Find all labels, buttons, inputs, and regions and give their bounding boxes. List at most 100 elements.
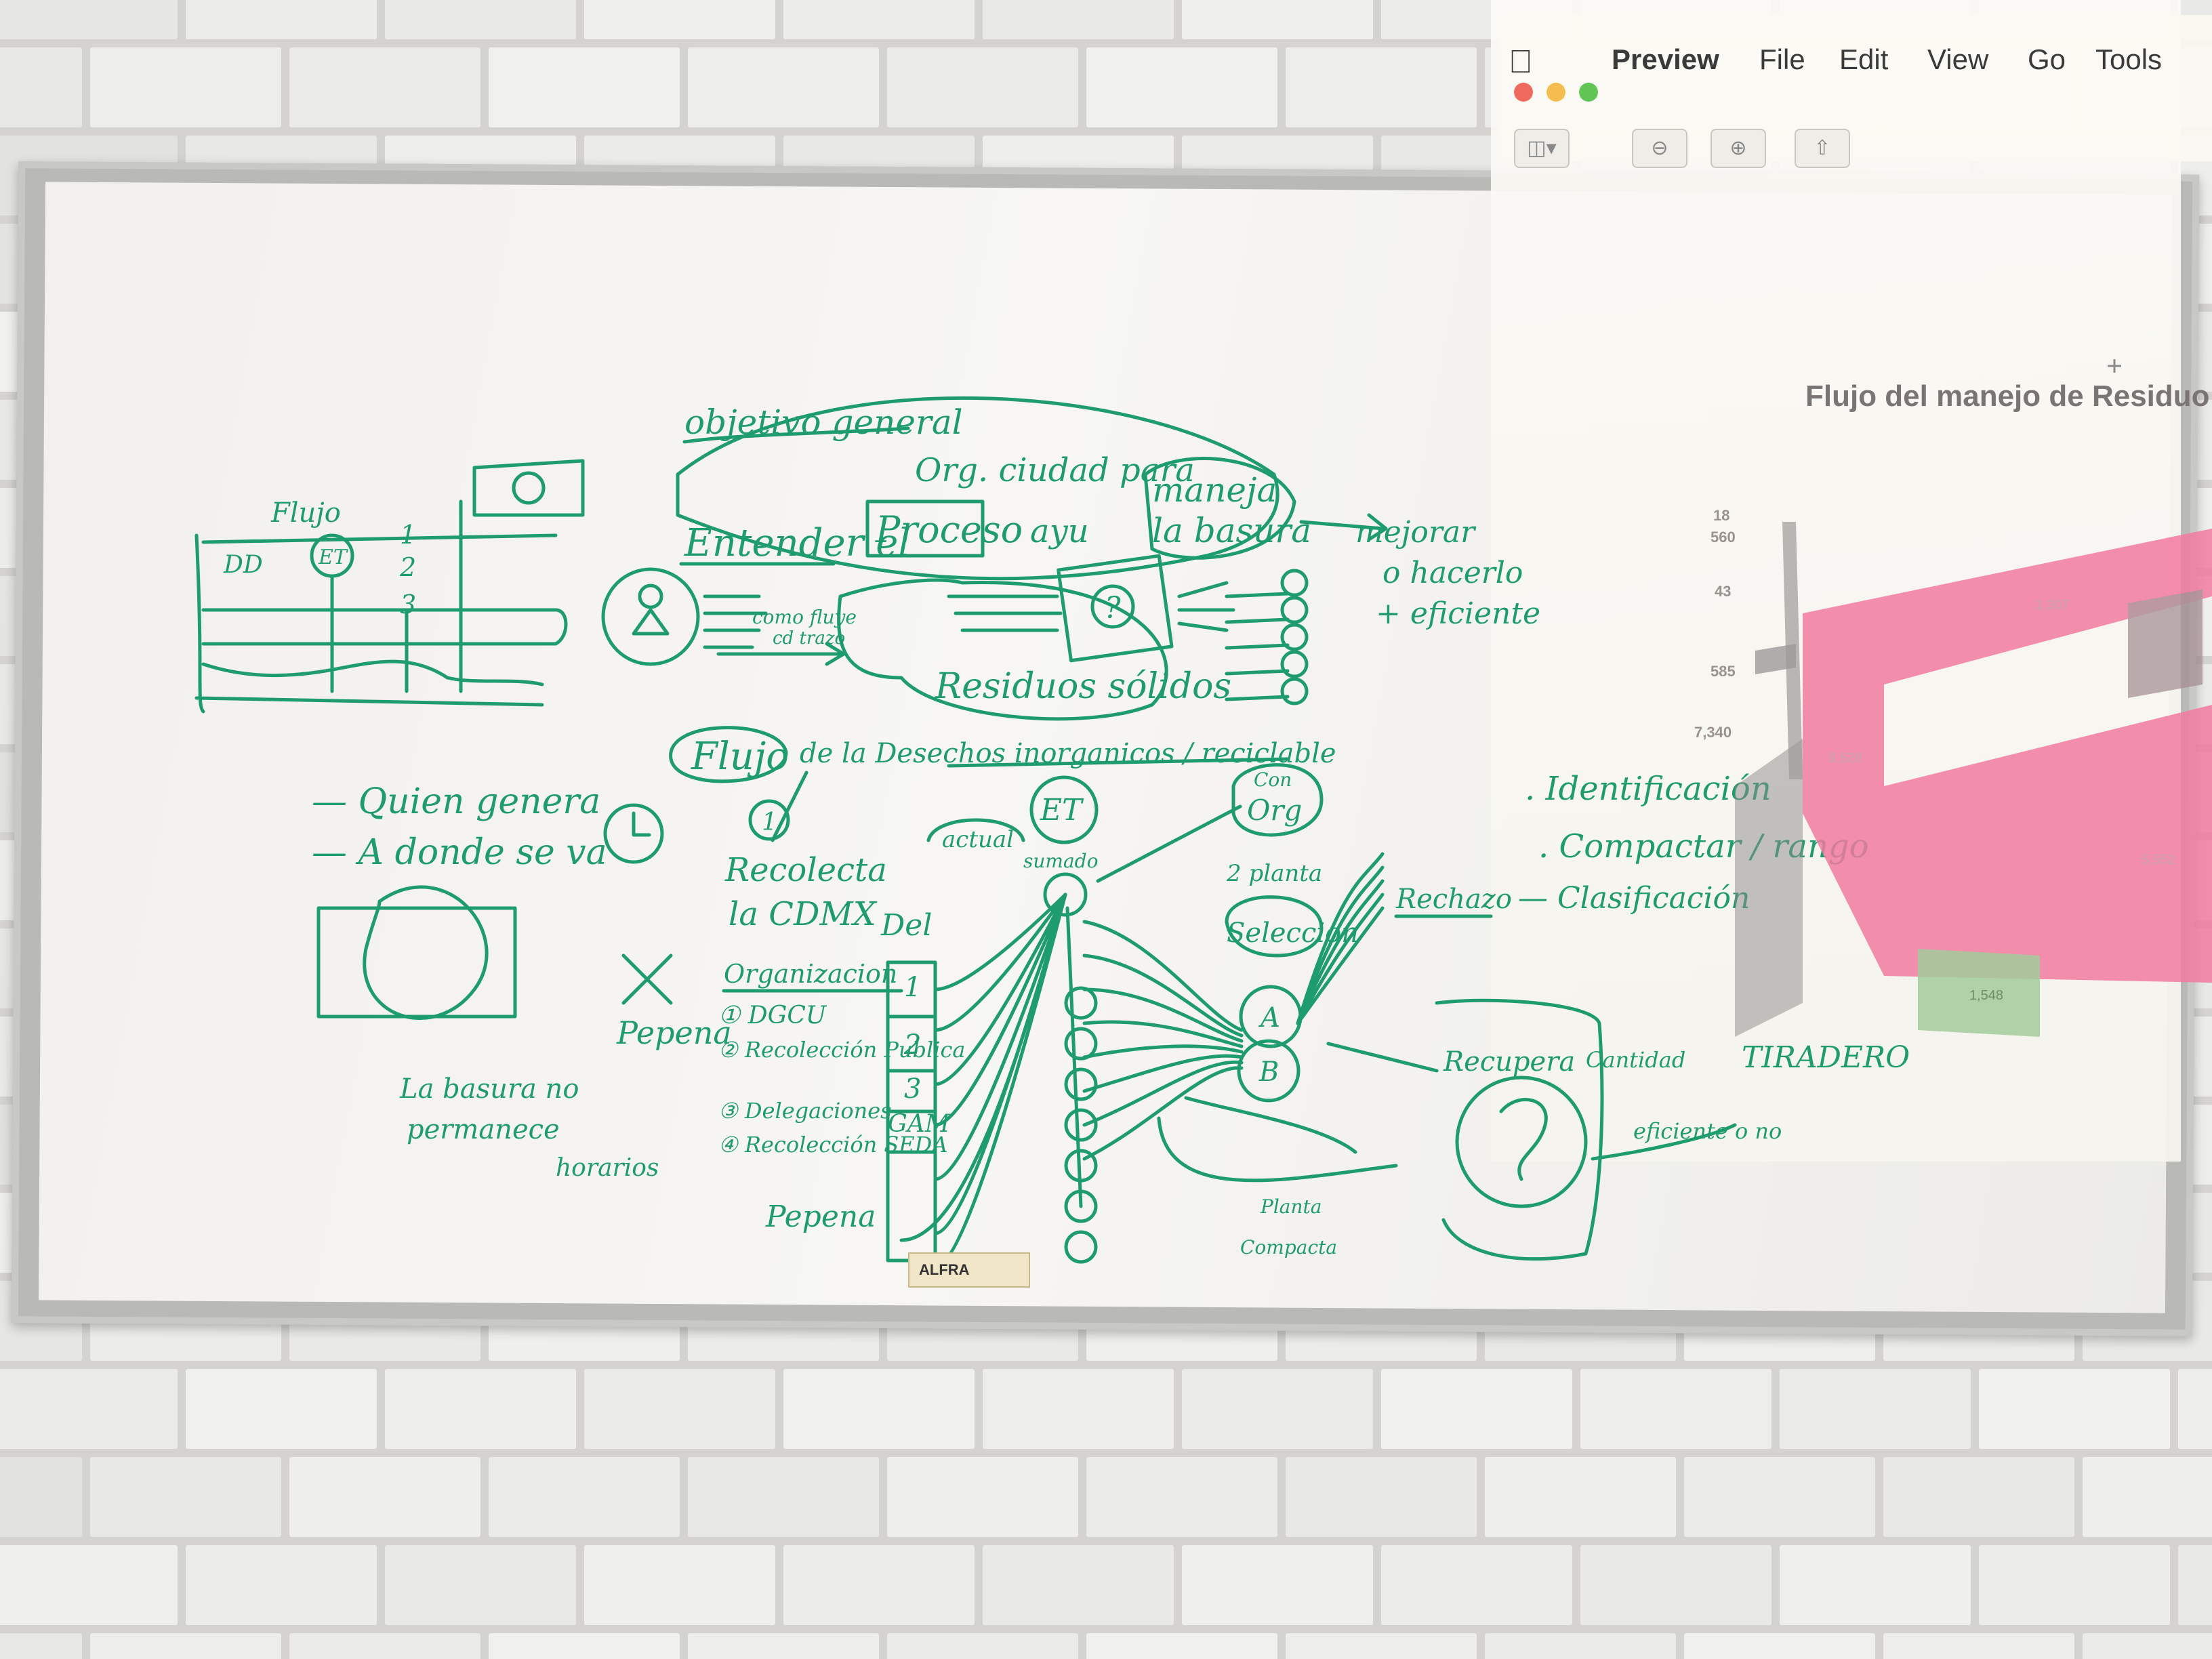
flow-line — [1082, 1066, 1244, 1161]
chart-mark: 2 — [399, 552, 416, 582]
ink-stroke — [1225, 643, 1290, 650]
identificacion-text: . Identificación — [1525, 770, 1771, 808]
menu-edit[interactable]: Edit — [1839, 43, 1889, 75]
brick — [1182, 1369, 1373, 1449]
recupera-text: Recupera — [1443, 1046, 1575, 1078]
brick — [688, 1633, 879, 1659]
brick — [489, 47, 680, 127]
brick — [1979, 1369, 2170, 1449]
ink-circle — [1280, 569, 1309, 597]
flow-line — [1082, 1044, 1244, 1059]
eficiente-text: eficiente o no — [1633, 1118, 1782, 1144]
objective-line: maneja — [1152, 470, 1277, 510]
flow-label: 8,528 — [1828, 751, 1863, 766]
brick — [0, 1369, 178, 1449]
flow-node — [1755, 644, 1796, 674]
flow-band-main — [1803, 529, 2212, 983]
flow-line — [1082, 954, 1244, 1038]
brick — [887, 47, 1078, 127]
share-icon[interactable]: ⇧ — [1795, 129, 1850, 168]
basura-text: La basura no — [399, 1073, 579, 1105]
brick — [2083, 1633, 2212, 1659]
chain-node — [1064, 1027, 1098, 1061]
whiteboard-eraser: ALFRA — [908, 1252, 1030, 1288]
flow-line — [933, 893, 1067, 1032]
brick — [1780, 1545, 1971, 1625]
ink-stroke — [669, 726, 788, 783]
brick — [1182, 1545, 1373, 1625]
brick — [385, 0, 576, 39]
mejorar-arrow — [1299, 513, 1388, 541]
menu-tools[interactable]: Tools — [2095, 43, 2163, 75]
brick — [688, 1457, 879, 1537]
sidebar-icon[interactable]: ◫▾ — [1514, 129, 1570, 168]
ink-stroke — [1184, 1096, 1357, 1154]
brick — [1979, 1545, 2170, 1625]
flow-line — [1082, 920, 1244, 1032]
person-circle — [601, 567, 700, 666]
globe-icon — [512, 471, 546, 505]
menu-go[interactable]: Go — [2028, 43, 2066, 75]
ink-stroke — [316, 906, 517, 1019]
brick — [783, 1369, 975, 1449]
chart-tick: 43 — [1715, 583, 1732, 600]
ink-stroke — [926, 818, 1025, 842]
brick — [2178, 1545, 2212, 1625]
brick — [1286, 1633, 1477, 1659]
mejorar-text: mejorar — [1355, 515, 1477, 550]
brick — [1086, 1457, 1277, 1537]
proceso-text: Proceso — [875, 508, 1023, 551]
flow-line — [933, 893, 1067, 1235]
zoom-out-icon[interactable]: ⊖ — [1632, 129, 1687, 168]
person-head — [638, 583, 663, 609]
ink-stroke — [682, 426, 910, 444]
flow-line — [1296, 893, 1385, 1025]
flow-line — [1082, 987, 1244, 1043]
brick — [289, 1457, 480, 1537]
brick — [1580, 1369, 1771, 1449]
brick — [1580, 1545, 1771, 1625]
question-box — [1057, 554, 1174, 663]
close-window-button[interactable] — [1514, 83, 1533, 102]
como-text: cd trazo — [773, 628, 845, 649]
brick — [489, 1457, 680, 1537]
brick — [0, 47, 82, 127]
brick — [983, 1545, 1174, 1625]
ink-stroke — [1225, 592, 1290, 598]
org-text: Org — [1247, 794, 1302, 827]
quien-text: — Quien genera — [312, 781, 600, 822]
menu-preview[interactable]: Preview — [1612, 43, 1719, 75]
ink-circle — [1280, 677, 1309, 705]
flow-line — [933, 893, 1067, 991]
recupera-circle — [1455, 1076, 1588, 1208]
flujo-arrow — [771, 771, 808, 842]
brick — [1684, 1457, 1875, 1537]
zoom-window-button[interactable] — [1579, 83, 1598, 102]
brick — [186, 0, 377, 39]
menu-file[interactable]: File — [1759, 43, 1805, 75]
ink-stroke — [472, 459, 585, 517]
chart-tick: 560 — [1711, 529, 1736, 546]
brick — [1684, 1633, 1875, 1659]
brick — [90, 1633, 281, 1659]
ink-stroke — [716, 642, 846, 666]
menu-bar:  Preview File Edit View Go Tools — [1499, 28, 2212, 80]
org-item: ③ Delegaciones — [718, 1098, 892, 1124]
brick — [584, 0, 775, 39]
minimize-window-button[interactable] — [1547, 83, 1565, 102]
crosshair-cursor — [2108, 359, 2121, 373]
ink-stroke — [1435, 998, 1604, 1261]
num-box-text: 3 — [904, 1073, 921, 1105]
eraser-brand: ALFRA — [919, 1261, 970, 1278]
zoom-in-icon[interactable]: ⊕ — [1711, 129, 1766, 168]
apple-icon[interactable]:  — [1509, 43, 1533, 81]
mejorar-text: + eficiente — [1376, 596, 1540, 631]
menu-view[interactable]: View — [1927, 43, 1989, 75]
brick — [584, 1545, 775, 1625]
brick — [783, 1545, 975, 1625]
ayu-text: ayu — [1030, 512, 1089, 550]
node-b — [1237, 1039, 1300, 1103]
ink-stroke — [194, 533, 558, 714]
ink-stroke — [1499, 1098, 1548, 1181]
clasificacion-text: — Clasificación — [1518, 881, 1750, 916]
